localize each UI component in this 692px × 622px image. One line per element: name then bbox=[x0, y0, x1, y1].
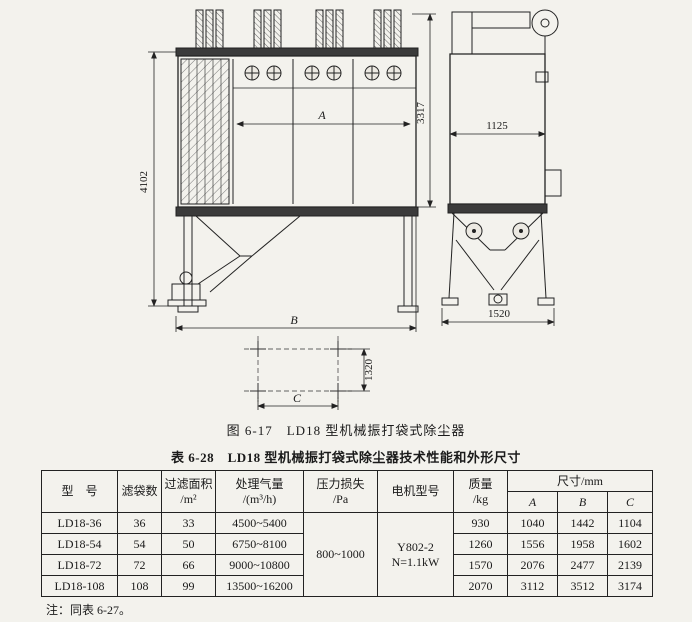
table-cell: 54 bbox=[117, 533, 162, 555]
header-capacity-line2: /(m³/h) bbox=[242, 491, 277, 506]
table-cell: 1104 bbox=[606, 512, 654, 534]
header-pressure-line2: /Pa bbox=[332, 491, 349, 506]
dim-b-label: B bbox=[290, 313, 298, 327]
header-mass-line1: 质量 bbox=[468, 476, 493, 491]
header-size: 尺寸/mm bbox=[506, 470, 654, 492]
plan-view bbox=[244, 336, 352, 402]
table-cell: 1040 bbox=[507, 512, 558, 534]
header-mass-line2: /kg bbox=[472, 491, 489, 506]
dim-1520-label: 1520 bbox=[488, 308, 511, 320]
table-cell: 1260 bbox=[453, 533, 508, 555]
header-filter-area-line1: 过滤面积 bbox=[164, 476, 213, 491]
bolt-markers bbox=[250, 341, 346, 399]
panel-handles bbox=[245, 66, 401, 80]
table-cell: 3512 bbox=[557, 575, 608, 597]
header-capacity-line1: 处理气量 bbox=[235, 476, 284, 491]
header-motor: 电机型号 bbox=[377, 470, 454, 513]
technical-drawing: 4102 3317 A B 1125 1520 1320 C bbox=[138, 0, 692, 418]
table-cell: LD18-72 bbox=[41, 554, 118, 576]
table-cell: 2139 bbox=[606, 554, 654, 576]
header-model: 型 号 bbox=[41, 470, 118, 513]
header-filter-area: 过滤面积 /m² bbox=[161, 470, 216, 513]
table-cell: 2070 bbox=[453, 575, 508, 597]
table-cell: 9000~10800 bbox=[215, 554, 304, 576]
table-cell: 3112 bbox=[507, 575, 558, 597]
dim-4102-label: 4102 bbox=[138, 171, 150, 193]
table-row: LD18-108 108 99 13500~16200 2070 3112 35… bbox=[41, 575, 654, 597]
table-cell: 930 bbox=[453, 512, 508, 534]
table-cell: 66 bbox=[161, 554, 216, 576]
table-cell: 1602 bbox=[606, 533, 654, 555]
dim-c-label: C bbox=[293, 391, 302, 405]
table-cell: 1570 bbox=[453, 554, 508, 576]
side-view bbox=[442, 10, 561, 305]
figure-caption: 图 6-17 LD18 型机械振打袋式除尘器 bbox=[226, 423, 466, 438]
table-cell: 2477 bbox=[557, 554, 608, 576]
table-cell: LD18-54 bbox=[41, 533, 118, 555]
inlet-duct bbox=[452, 10, 558, 54]
table-row: LD18-36 36 33 4500~5400 800~1000 Y802-2 … bbox=[41, 512, 654, 597]
table-cell: LD18-108 bbox=[41, 575, 118, 597]
side-hopper bbox=[452, 213, 543, 250]
filter-bags bbox=[181, 59, 229, 204]
table-cell: 1958 bbox=[557, 533, 608, 555]
table-row: LD18-54 54 50 6750~8100 1260 1556 1958 1… bbox=[41, 533, 654, 555]
table-cell: 1442 bbox=[557, 512, 608, 534]
front-view bbox=[168, 10, 418, 312]
motor-line2: N=1.1kW bbox=[391, 554, 440, 569]
header-size-b: B bbox=[557, 491, 608, 513]
header-capacity: 处理气量 /(m³/h) bbox=[215, 470, 304, 513]
motor-line1: Y802-2 bbox=[397, 539, 434, 554]
motor-cell: Y802-2 N=1.1kW bbox=[377, 512, 454, 597]
table-cell: 72 bbox=[117, 554, 162, 576]
table-cell: 50 bbox=[161, 533, 216, 555]
table-cell: 99 bbox=[161, 575, 216, 597]
table-cell: 3174 bbox=[606, 575, 654, 597]
table-title: 表 6-28 LD18 型机械振打袋式除尘器技术性能和外形尺寸 bbox=[171, 450, 521, 465]
dimensions bbox=[148, 13, 555, 410]
header-pressure: 压力损失 /Pa bbox=[303, 470, 378, 513]
dim-1320-label: 1320 bbox=[363, 359, 375, 382]
footnote: 注：同表 6-27。 bbox=[46, 603, 131, 617]
table-cell: 36 bbox=[117, 512, 162, 534]
table-row: LD18-72 72 66 9000~10800 1570 2076 2477 … bbox=[41, 554, 654, 576]
header-size-c: C bbox=[606, 491, 654, 513]
shaker-mechanisms bbox=[196, 10, 401, 48]
table-cell: LD18-36 bbox=[41, 512, 118, 534]
table-cell: 33 bbox=[161, 512, 216, 534]
table-cell: 4500~5400 bbox=[215, 512, 304, 534]
spec-table: 型 号 滤袋数 过滤面积 /m² 处理气量 /(m³/h) 压力损失 /Pa 电… bbox=[41, 470, 654, 597]
table-cell: 2076 bbox=[507, 554, 558, 576]
dim-a-label: A bbox=[317, 108, 326, 122]
dim-3317-label: 3317 bbox=[415, 102, 427, 125]
dim-1125-label: 1125 bbox=[486, 120, 508, 132]
table-cell: 1556 bbox=[507, 533, 558, 555]
table-cell: 108 bbox=[117, 575, 162, 597]
pressure-cell: 800~1000 bbox=[303, 512, 378, 597]
header-pressure-line1: 压力损失 bbox=[316, 476, 365, 491]
header-size-a: A bbox=[507, 491, 558, 513]
table-cell: 13500~16200 bbox=[215, 575, 304, 597]
header-filter-area-line2: /m² bbox=[180, 491, 197, 506]
table-cell: 6750~8100 bbox=[215, 533, 304, 555]
hopper-discharge bbox=[168, 216, 300, 306]
header-bags: 滤袋数 bbox=[117, 470, 162, 513]
header-mass: 质量 /kg bbox=[453, 470, 508, 513]
side-legs bbox=[442, 213, 554, 305]
